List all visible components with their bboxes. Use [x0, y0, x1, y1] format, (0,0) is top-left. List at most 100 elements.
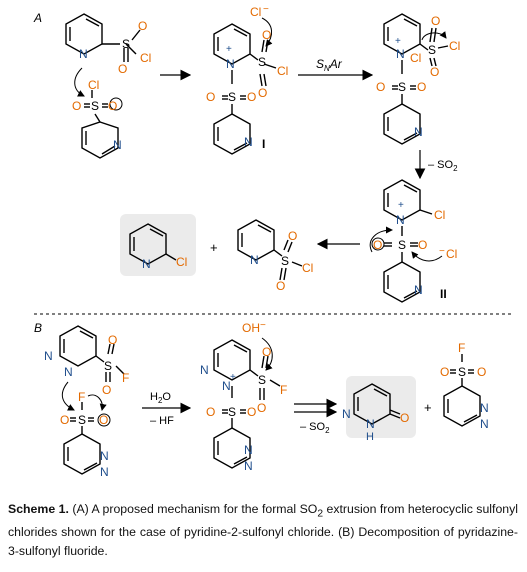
charge-plus-ii: +: [398, 200, 404, 211]
atom-o-b1-bottom: O: [102, 383, 111, 397]
curved-arrow-cl-attack: [261, 17, 273, 47]
caption-text-a: (A) A proposed mechanism for the formal …: [68, 502, 318, 516]
atom-s-prod-b: S: [458, 365, 466, 379]
atom-cl-2: Cl: [88, 78, 99, 92]
atom-s-b3-mid: S: [228, 405, 236, 419]
atom-o-i-bottom: O: [258, 86, 267, 100]
atom-s-prod: S: [281, 254, 289, 268]
snar-label: SNAr: [316, 57, 343, 73]
curved-arrow-so2-leave: [421, 31, 447, 41]
atom-cl-minus-top: Cl: [250, 5, 261, 19]
atom-o-prod-bottom: O: [276, 279, 285, 293]
atom-n-b3d: N: [244, 459, 253, 473]
charge-plus-b3: +: [230, 372, 236, 383]
atom-cl-1: Cl: [140, 51, 151, 65]
atom-n-ii-bottom: N: [414, 283, 423, 297]
atom-n-i-bottom: N: [244, 135, 253, 149]
caption-scheme-label: Scheme 1.: [8, 502, 69, 516]
h2o-label: H2O: [150, 391, 171, 405]
nucleophilic-circle-b: [97, 413, 111, 427]
charge-minus-top: −: [263, 4, 269, 15]
atom-f-b2: F: [78, 390, 85, 404]
pyridazinone: [353, 383, 401, 425]
pyridine-sulfonyl-chloride-bottom: [81, 90, 119, 159]
caption-so2-sub: 2: [317, 508, 324, 520]
atom-n-prod: N: [250, 253, 259, 267]
atom-o-b3-top: O: [262, 345, 271, 359]
curved-arrow-oh: [261, 337, 273, 371]
atom-s-1: S: [122, 37, 130, 51]
atom-o-b3-right: O: [247, 405, 256, 419]
atom-n-snar: N: [396, 47, 405, 61]
atom-h-pyridazinone: H: [366, 431, 374, 443]
atom-cl-ii: Cl: [434, 208, 445, 222]
atom-o-prod-right: O: [477, 365, 486, 379]
scheme-caption: Scheme 1. (A) A proposed mechanism for t…: [8, 500, 518, 561]
atom-n-snar-bottom: N: [414, 125, 423, 139]
highlight-box-pyridazinone: [346, 376, 416, 438]
atom-o-pyridazinone: O: [400, 411, 409, 425]
atom-o-1b: O: [138, 19, 147, 33]
atom-s-snar-top: S: [428, 43, 436, 57]
intermediate-ii: [383, 179, 433, 303]
caption-text-b: extrusion from heterocyclic sulfonyl chl…: [8, 502, 518, 559]
atom-cl-snar-right: Cl: [449, 39, 460, 53]
roman-label-i: I: [262, 137, 265, 151]
atom-n-ii: N: [396, 213, 405, 227]
atom-n-pyridazinone-a: N: [342, 407, 351, 421]
atom-o-ii-left: O: [373, 238, 382, 252]
plus-sign-b: +: [424, 400, 432, 415]
atom-o-prod-left: O: [440, 365, 449, 379]
nucleophilic-circle-1: [109, 97, 123, 111]
atom-s-i-top: S: [258, 55, 266, 69]
atom-n-b2b: N: [100, 465, 109, 479]
atom-o-2b: O: [108, 99, 117, 113]
atom-n-b3a: N: [200, 363, 209, 377]
atom-f-prod: F: [458, 341, 465, 355]
nucleophilic-circle-ii: [371, 237, 385, 251]
panel-a-label: A: [33, 11, 42, 25]
curved-arrow-cl-ii: [411, 251, 443, 262]
atom-o-snar-right: O: [417, 80, 426, 94]
atom-n-prod-a: N: [480, 401, 489, 415]
atom-oh: OH−: [242, 320, 266, 335]
pyridazine-sulfonyl-fluoride-top: [59, 325, 125, 382]
atom-s-b3: S: [258, 373, 266, 387]
curved-arrow-b1: [61, 381, 75, 411]
chloropyridine: [129, 223, 177, 265]
regenerated-sulfonyl-chloride: [237, 219, 303, 281]
atom-n-b3c: N: [244, 443, 253, 457]
atom-o-i-top: O: [262, 28, 271, 42]
atom-cl-minus-ii: Cl: [446, 247, 457, 261]
atom-n-b3b: N: [222, 379, 231, 393]
atom-n-1: N: [79, 47, 88, 61]
atom-n-b2a: N: [100, 449, 109, 463]
pyridazine-sulfonyl-fluoride-product: [443, 354, 481, 427]
atom-cl-prod: Cl: [302, 261, 313, 275]
atom-s-b2: S: [78, 413, 86, 427]
curved-arrow-so-ii: [369, 226, 393, 253]
charge-plus-snar: +: [395, 36, 401, 47]
pyridine-sulfonyl-chloride-top: [65, 13, 141, 62]
atom-s-ii: S: [398, 238, 406, 252]
atom-s-snar-mid: S: [398, 80, 406, 94]
intermediate-b: [213, 339, 281, 469]
atom-o-b2-right: O: [99, 413, 108, 427]
snar-product: [383, 13, 449, 145]
atom-o-b2-left: O: [60, 413, 69, 427]
atom-f-b1: F: [122, 371, 129, 385]
atom-n-pyridazinone-b: N: [366, 417, 375, 431]
atom-o-b1-top: O: [108, 333, 117, 347]
atom-n-chloropyridine: N: [142, 257, 151, 271]
atom-n-prod-b: N: [480, 417, 489, 431]
atom-o-b3-bottom: O: [257, 401, 266, 415]
atom-cl-i: Cl: [277, 64, 288, 78]
reaction-scheme: A N S O O Cl Cl O S O N: [33, 4, 512, 479]
atom-n-b1a: N: [44, 349, 53, 363]
atom-o-i-left: O: [206, 90, 215, 104]
atom-n-b1b: N: [64, 365, 73, 379]
hf-loss-label: – HF: [150, 415, 174, 427]
atom-o-b3-left: O: [206, 405, 215, 419]
atom-o-prod-top: O: [288, 229, 297, 243]
charge-plus-i: +: [226, 44, 232, 55]
